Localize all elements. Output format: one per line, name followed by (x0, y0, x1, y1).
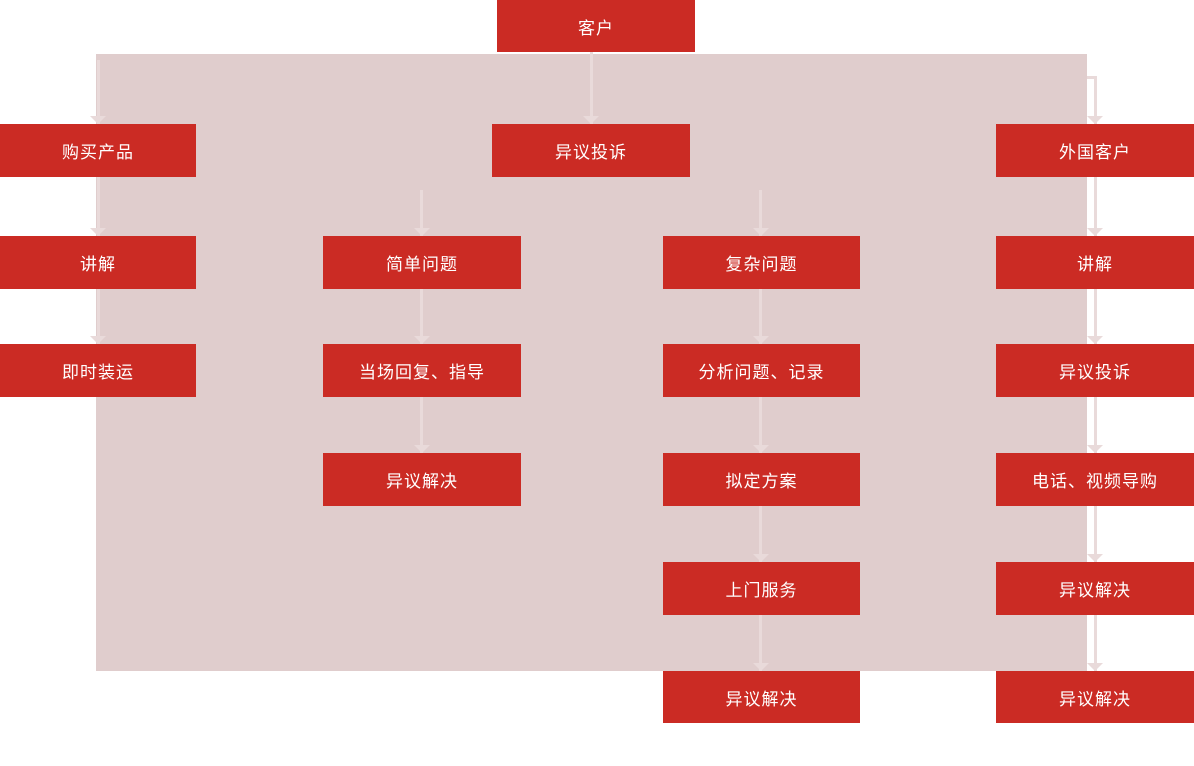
connector-center-vertical (590, 52, 593, 124)
arrow-down-icon (753, 336, 769, 344)
node-objection-resolved-right-5: 异议解决 (996, 562, 1194, 615)
arrow-down-icon (583, 116, 599, 124)
arrow-down-icon (414, 336, 430, 344)
connector-right-elbow-horizontal (1087, 76, 1097, 79)
arrow-down-icon (414, 228, 430, 236)
node-onsite-reply-guidance: 当场回复、指导 (323, 344, 521, 397)
node-door-to-door-service: 上门服务 (663, 562, 860, 615)
node-complex-problem: 复杂问题 (663, 236, 860, 289)
arrow-down-icon (1087, 554, 1103, 562)
arrow-down-icon (753, 445, 769, 453)
arrow-down-icon (90, 116, 106, 124)
arrow-down-icon (753, 663, 769, 671)
node-simple-problem: 简单问题 (323, 236, 521, 289)
node-buy-product: 购买产品 (0, 124, 196, 177)
arrow-down-icon (1087, 663, 1103, 671)
node-explain-right: 讲解 (996, 236, 1194, 289)
node-draft-plan: 拟定方案 (663, 453, 860, 506)
arrow-down-icon (1087, 228, 1103, 236)
connector-simple-column (420, 190, 423, 453)
node-explain-left: 讲解 (0, 236, 196, 289)
node-foreign-customer: 外国客户 (996, 124, 1194, 177)
arrow-down-icon (1087, 116, 1103, 124)
arrow-down-icon (753, 228, 769, 236)
node-objection-resolved-right-last: 异议解决 (996, 671, 1194, 723)
node-objection-resolved-simple: 异议解决 (323, 453, 521, 506)
node-immediate-shipment: 即时装运 (0, 344, 196, 397)
connector-left-column (97, 60, 100, 344)
node-objection-complaint-right: 异议投诉 (996, 344, 1194, 397)
arrow-down-icon (1087, 445, 1103, 453)
arrow-down-icon (90, 228, 106, 236)
node-customer: 客户 (497, 0, 695, 52)
connector-complex-column (759, 190, 762, 671)
arrow-down-icon (414, 445, 430, 453)
node-analyze-record: 分析问题、记录 (663, 344, 860, 397)
arrow-down-icon (753, 554, 769, 562)
node-phone-video-guide: 电话、视频导购 (996, 453, 1194, 506)
arrow-down-icon (1087, 336, 1103, 344)
arrow-down-icon (90, 336, 106, 344)
node-objection-complaint-center: 异议投诉 (492, 124, 690, 177)
node-objection-resolved-complex: 异议解决 (663, 671, 860, 723)
